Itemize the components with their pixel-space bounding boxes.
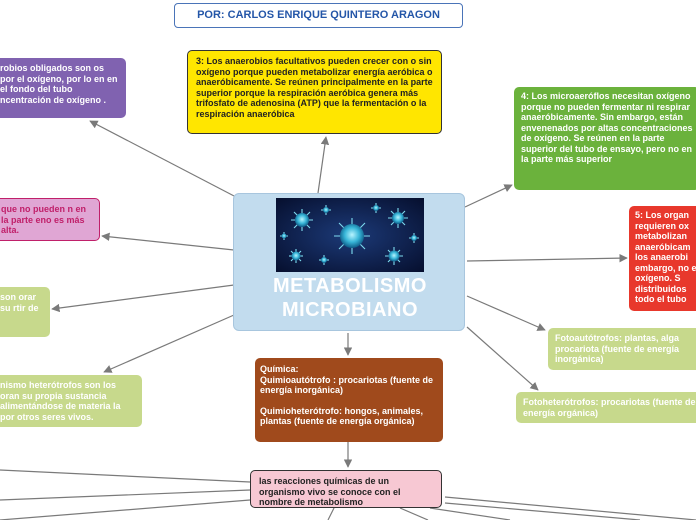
chemoheterotroph-text: Quimioheterótrofo: hongos, animales, pla… bbox=[260, 405, 424, 427]
connector-to-pink bbox=[101, 232, 235, 251]
topic-microaerophiles[interactable]: 4: Los microaeróflos necesitan oxígeno p… bbox=[514, 87, 696, 190]
connector-to-lg3 bbox=[466, 295, 546, 331]
connector-to-purple bbox=[89, 120, 237, 198]
connector-lp-8 bbox=[327, 507, 335, 520]
topic-light-green-1[interactable]: son orar su rtir de bbox=[0, 287, 50, 337]
central-title-line1: METABOLISMO bbox=[272, 275, 427, 297]
connector-to-lg2 bbox=[103, 314, 235, 373]
connector-lp-3 bbox=[0, 499, 251, 520]
topic-photoheterotrophs[interactable]: Fotoheterótrofos: procariotas (fuente de… bbox=[516, 392, 696, 423]
connector-to-red bbox=[466, 253, 628, 263]
central-title-line2: MICROBIANO bbox=[281, 299, 419, 321]
connector-lp-1 bbox=[0, 469, 251, 483]
topic-facultative-anaerobes[interactable]: 3: Los anaerobios facultativos pueden cr… bbox=[187, 50, 442, 134]
topic-obligate-anaerobes[interactable]: robios obligados son os por el oxígeno, … bbox=[0, 58, 126, 118]
connector-to-lg4 bbox=[466, 326, 539, 391]
topic-pink[interactable]: que no pueden n en la parte eno es más a… bbox=[0, 198, 100, 241]
connector-to-lg1 bbox=[51, 284, 235, 313]
topic-chemical[interactable]: Química: Quimioautótrofo : procariotas (… bbox=[255, 358, 443, 442]
virus-cells-image bbox=[276, 198, 424, 272]
connector-lp-5 bbox=[444, 502, 641, 520]
topic-photoautotrophs[interactable]: Fotoautótrofos: plantas, alga procariota… bbox=[548, 328, 696, 370]
topic-heterotrophs[interactable]: nismo heterótrofos son los oran su propi… bbox=[0, 375, 142, 427]
connector-lp-6 bbox=[429, 507, 511, 520]
connector-lp-7 bbox=[399, 507, 429, 520]
topic-aerotolerant[interactable]: 5: Los organ requieren ox metabolizan an… bbox=[629, 206, 696, 311]
chemical-heading: Química: bbox=[260, 364, 299, 374]
connector-to-green bbox=[464, 184, 513, 208]
connector-to-yellow bbox=[317, 136, 330, 194]
central-topic[interactable]: METABOLISMO MICROBIANO bbox=[233, 193, 465, 331]
connector-lp-4 bbox=[444, 496, 696, 520]
author-label[interactable]: POR: CARLOS ENRIQUE QUINTERO ARAGON bbox=[174, 3, 463, 28]
connector-lp-2 bbox=[0, 489, 251, 501]
topic-metabolism-definition[interactable]: las reacciones químicas de un organismo … bbox=[250, 470, 442, 508]
central-title: METABOLISMO MICROBIANO bbox=[234, 274, 464, 322]
chemoautotroph-text: Quimioautótrofo : procariotas (fuente de… bbox=[260, 374, 434, 396]
